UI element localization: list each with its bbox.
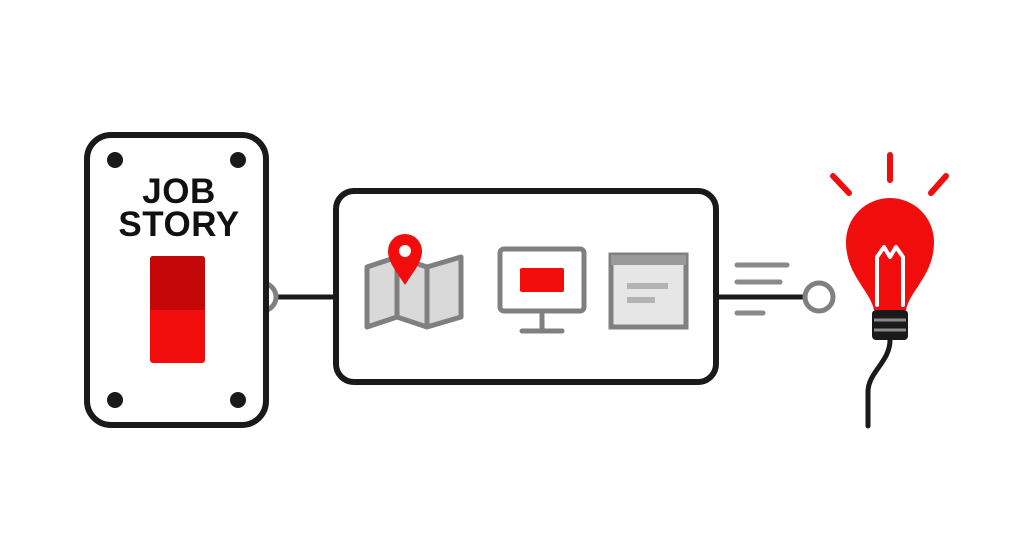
- map-pin-icon: [364, 234, 464, 330]
- screw-bottom-right: [230, 392, 246, 408]
- bulb-base: [872, 310, 908, 340]
- switch-label-line1: JOB: [142, 172, 215, 211]
- light-bulb-icon: [830, 152, 949, 429]
- bulb-filament: [875, 245, 905, 307]
- screw-top-right: [230, 152, 246, 168]
- process-panel: [333, 188, 719, 385]
- bulb-connector-node: [802, 280, 836, 314]
- switch-label-line2: STORY: [118, 205, 239, 244]
- bulb-cord: [865, 337, 893, 429]
- bulb-ray-left: [830, 173, 852, 196]
- monitor-icon: [497, 246, 587, 334]
- toggle-lever[interactable]: [150, 256, 205, 363]
- bulb-ray-right: [928, 173, 949, 196]
- screw-bottom-left: [107, 392, 123, 408]
- document-window-icon: [608, 252, 689, 330]
- speed-lines-icon: [734, 262, 790, 316]
- screw-top-left: [107, 152, 123, 168]
- job-story-switch: JOB STORY: [84, 132, 269, 428]
